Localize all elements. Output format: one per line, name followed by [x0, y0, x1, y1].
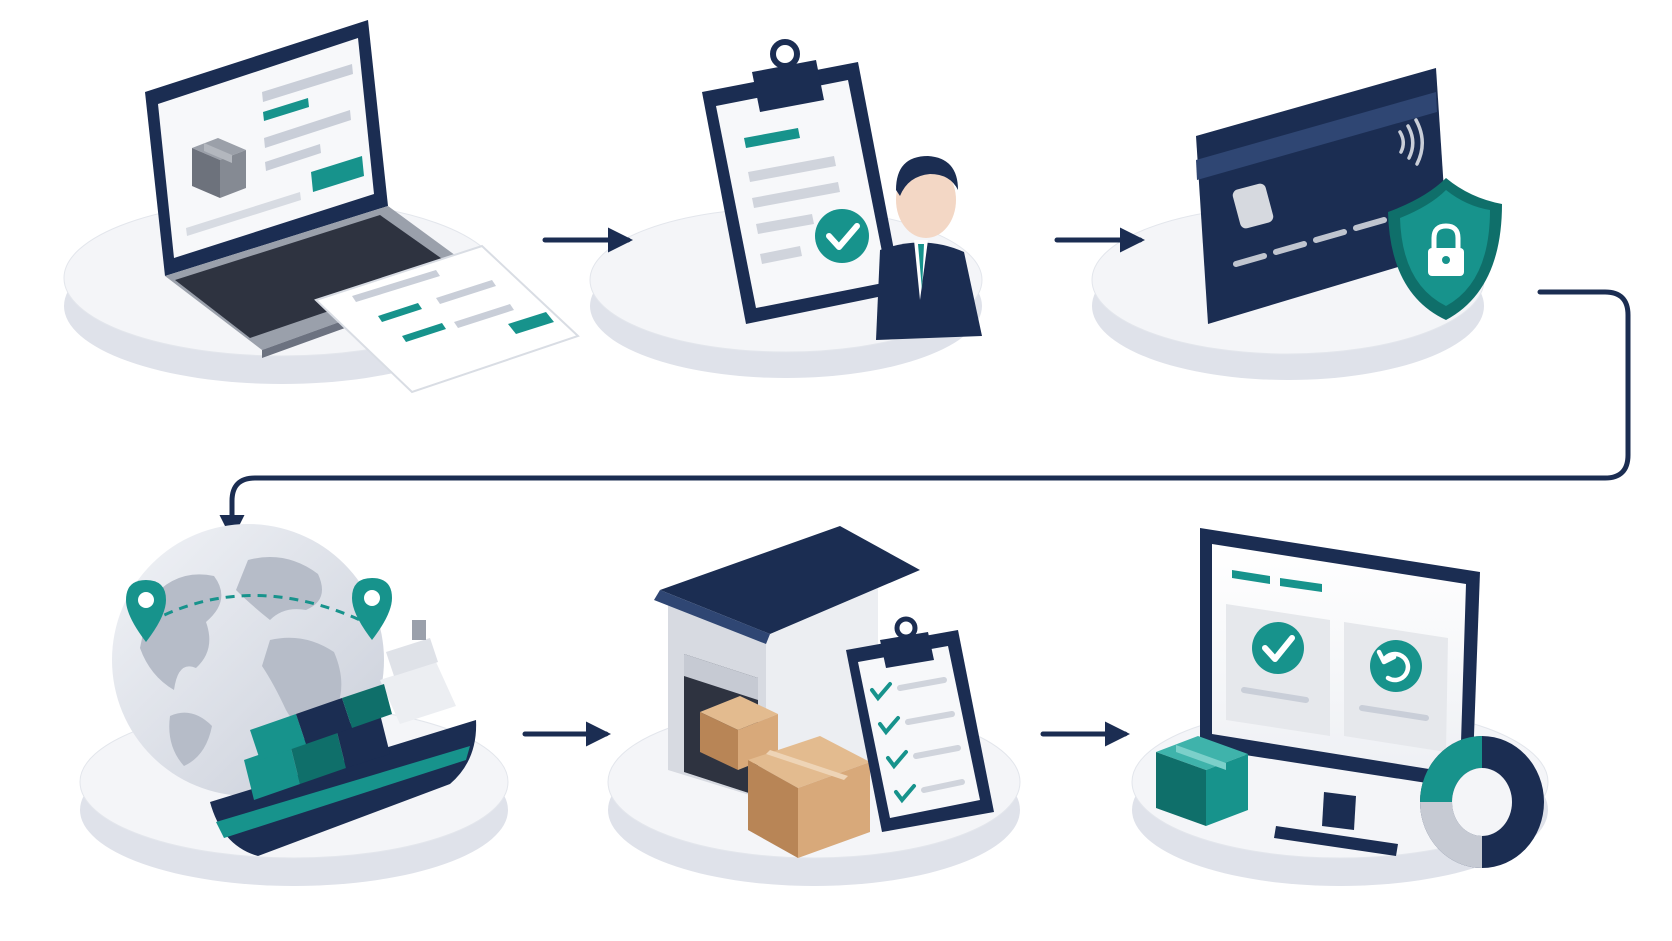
- box-icon: [1156, 736, 1248, 826]
- shield-lock-icon: [1388, 178, 1502, 320]
- businessman-icon: [876, 156, 982, 340]
- cardboard-box-icon: [700, 696, 870, 858]
- package-icon: [192, 138, 246, 198]
- checkmark-icon: [1252, 622, 1304, 674]
- contactless-icon: [1398, 118, 1424, 166]
- order-form-icon: [314, 244, 580, 394]
- flow-arrows: [219, 227, 1631, 747]
- location-pin-icon: [126, 578, 392, 642]
- donut-chart-icon: [1420, 736, 1544, 868]
- checkmark-icon: [815, 209, 869, 263]
- return-icon: [1370, 640, 1422, 692]
- checklist-icon: [846, 616, 994, 832]
- arrow-step3-to-step4: [219, 289, 1631, 540]
- cargo-ship-icon: [210, 620, 477, 856]
- credit-card-icon: [1196, 68, 1448, 324]
